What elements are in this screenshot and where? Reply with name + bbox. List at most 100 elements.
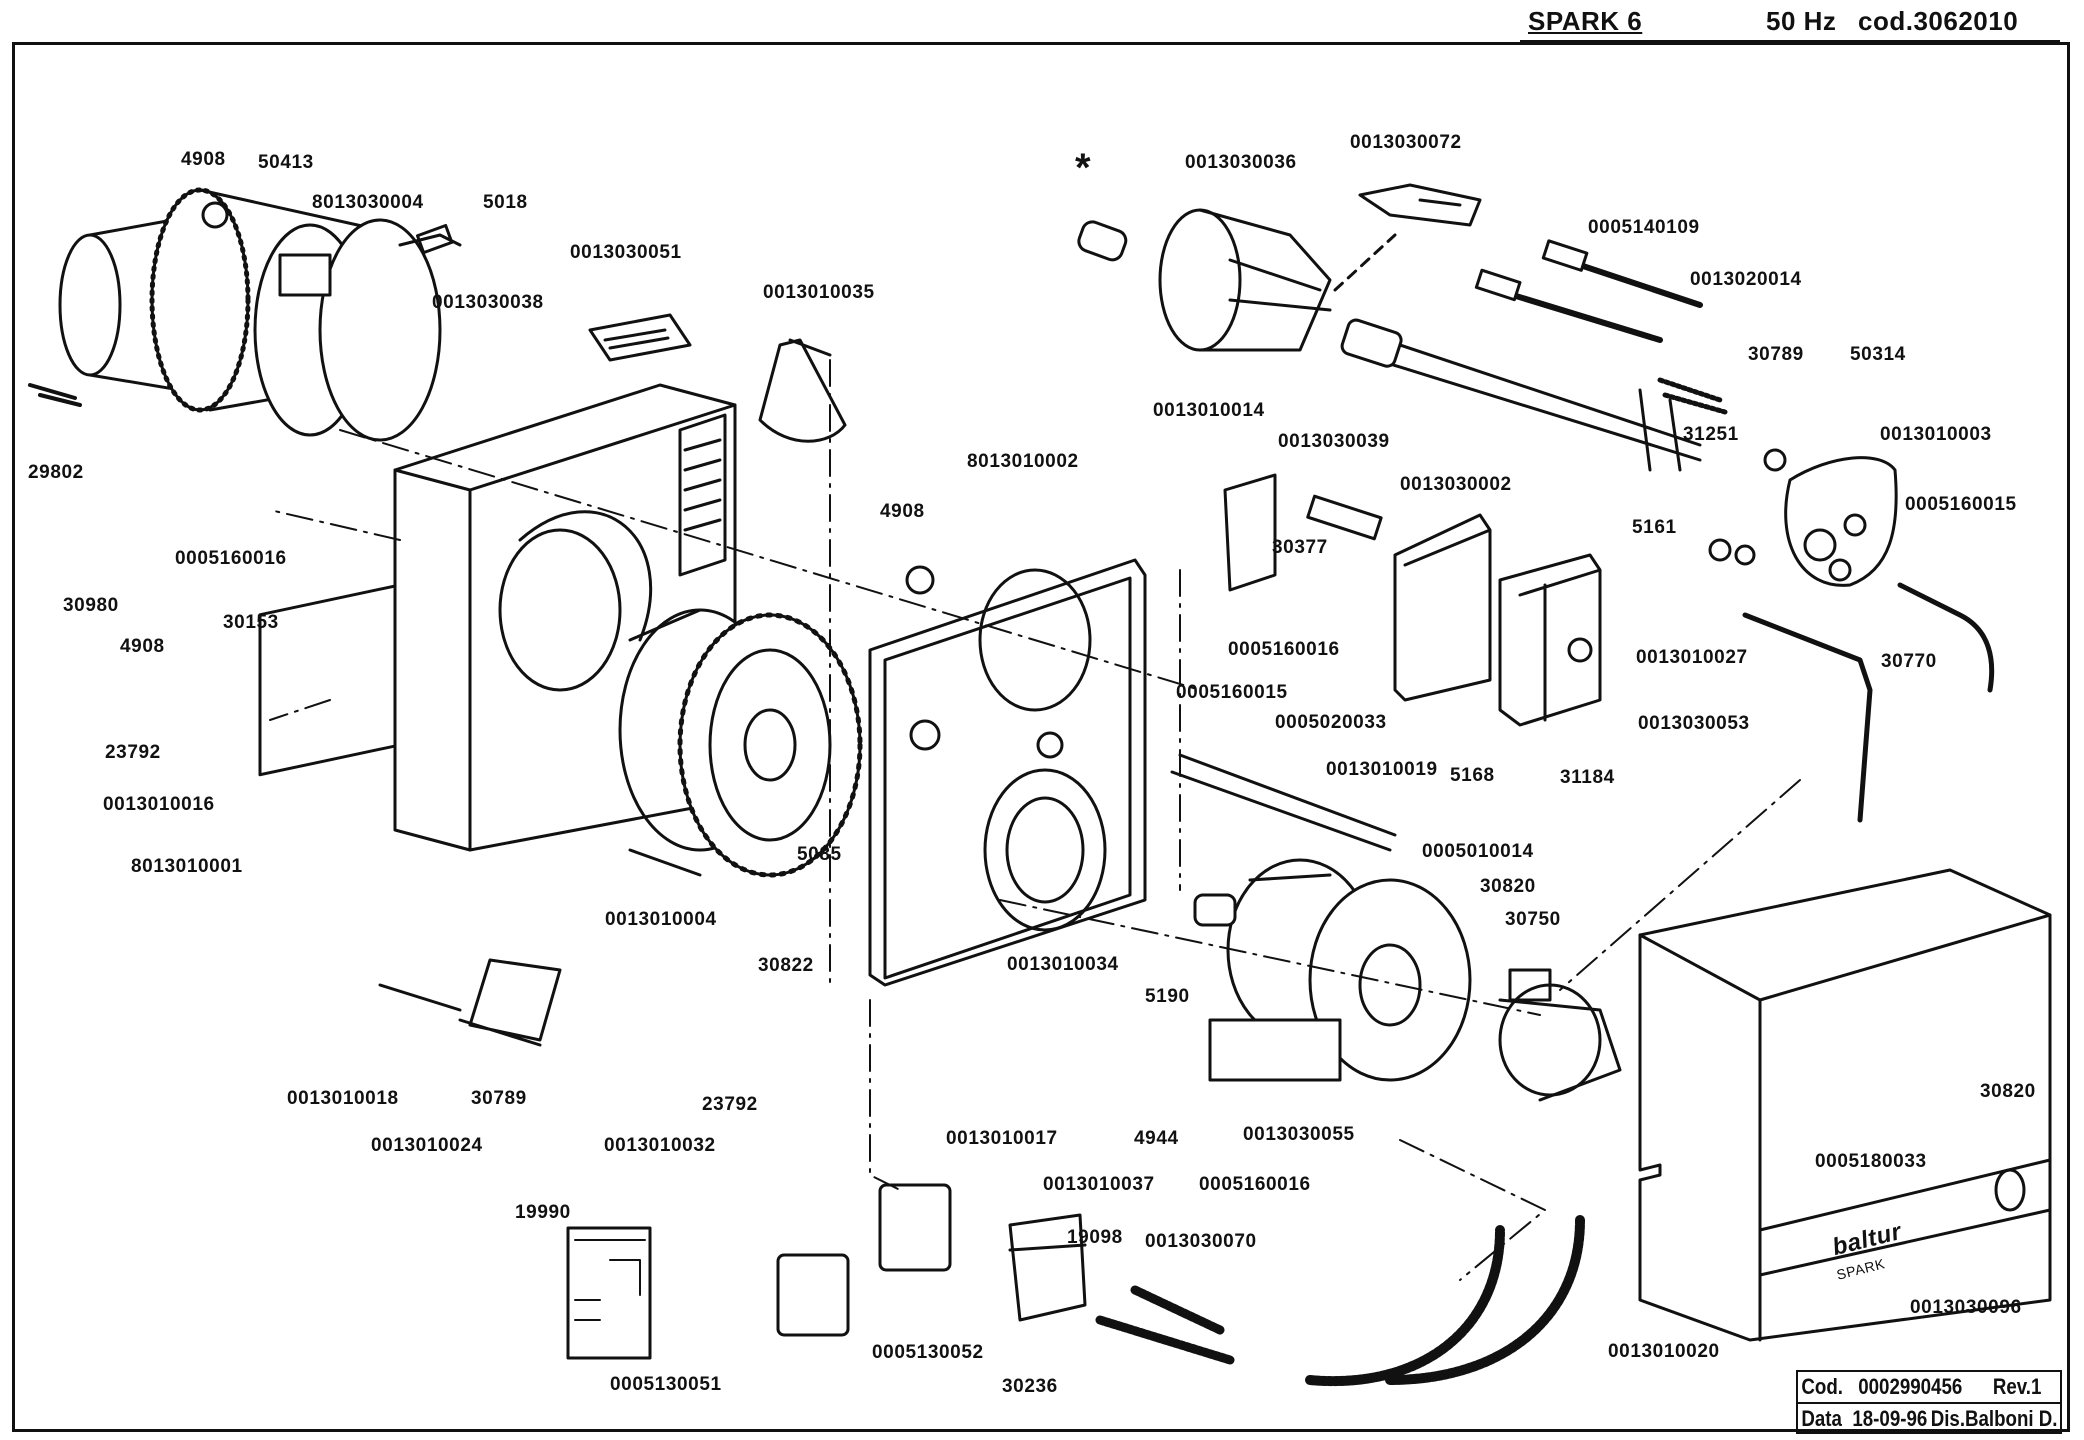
part-label: 31251 — [1683, 424, 1739, 445]
flexible-hose-part — [1385, 1215, 1585, 1385]
firing-head-part — [1077, 208, 1332, 352]
code-label: Cod. — [1801, 1374, 1843, 1399]
part-label: 30820 — [1480, 876, 1536, 897]
part-label: 0013030002 — [1400, 474, 1512, 495]
part-label: 30750 — [1505, 909, 1561, 930]
part-label: 0013010035 — [763, 282, 875, 303]
flexible-hose-part — [1305, 1225, 1505, 1387]
part-label: 0013030072 — [1350, 132, 1462, 153]
part-label: 5018 — [483, 192, 528, 213]
part-label: 0005010014 — [1422, 841, 1534, 862]
motor-part — [1193, 858, 1472, 1082]
part-label: 0013030070 — [1145, 1231, 1257, 1252]
part-label: 23792 — [702, 1094, 758, 1115]
fan-wheel-part — [618, 608, 863, 878]
model-title: SPARK 6 — [1528, 6, 1643, 36]
part-label: 8013010002 — [967, 451, 1079, 472]
part-label: 30822 — [758, 955, 814, 976]
part-label: 8013030004 — [312, 192, 424, 213]
control-box-part — [1393, 513, 1492, 702]
part-label: 30820 — [1980, 1081, 2036, 1102]
part-label: 0005140109 — [1588, 217, 1700, 238]
pump-part — [1498, 968, 1622, 1102]
assembly-arrow — [1333, 233, 1397, 292]
part-label: 4908 — [120, 636, 165, 657]
part-label: 5085 — [797, 844, 842, 865]
part-label: 5168 — [1450, 765, 1495, 786]
part-label: 30789 — [471, 1088, 527, 1109]
part-label: 0013010004 — [605, 909, 717, 930]
title-block-code-row: Cod. 0002990456 Rev.1 — [1798, 1372, 2061, 1404]
part-label: 31184 — [1560, 767, 1615, 788]
plug-female-part — [776, 1253, 850, 1337]
blast-tube-part — [28, 187, 462, 442]
part-label: 0013010014 — [1153, 400, 1265, 421]
part-label: 30153 — [223, 612, 279, 633]
part-label: 0013030055 — [1243, 1124, 1355, 1145]
part-label: 0013010034 — [1007, 954, 1119, 975]
part-label: 0013030038 — [432, 292, 544, 313]
air-flap-part — [378, 958, 562, 1047]
fan-housing-part — [258, 383, 737, 852]
control-box-cover-part — [1498, 553, 1602, 727]
shaft-part — [1170, 753, 1397, 852]
part-label: 5190 — [1145, 986, 1190, 1007]
drawing-code: cod.3062010 — [1858, 6, 2019, 36]
part-label: 0013010019 — [1326, 759, 1438, 780]
part-label: 30377 — [1272, 537, 1328, 558]
nozzle-holder-part — [1343, 328, 1702, 462]
electrode-part — [1358, 183, 1482, 227]
part-label: 4944 — [1134, 1128, 1179, 1149]
part-label: 0013010027 — [1636, 647, 1748, 668]
part-label: 0013010018 — [287, 1088, 399, 1109]
part-label: 0013010037 — [1043, 1174, 1155, 1195]
part-label: 0013010032 — [604, 1135, 716, 1156]
air-damper-part — [758, 338, 847, 443]
part-label: 0013030039 — [1278, 431, 1390, 452]
part-label: 0013010003 — [1880, 424, 1992, 445]
part-label: 0013010016 — [103, 794, 215, 815]
oil-filter-part — [1008, 1213, 1087, 1322]
part-label: 4908 — [181, 149, 226, 170]
part-label: 30980 — [63, 595, 119, 616]
title-block-date-row: Data 18-09-96 Dis.Balboni D. — [1798, 1404, 2061, 1434]
part-label: 23792 — [105, 742, 161, 763]
part-label: 0013010020 — [1608, 1341, 1720, 1362]
date-value: 18-09-96 — [1852, 1406, 1928, 1431]
part-label: 0005160016 — [1199, 1174, 1311, 1195]
photocell-bracket-part — [1223, 473, 1277, 592]
oil-tube-part — [1742, 612, 1873, 823]
part-label: 4908 — [880, 501, 925, 522]
part-label: 0013020014 — [1690, 269, 1802, 290]
center-lines — [269, 359, 1801, 1281]
drawn-by: Dis.Balboni D. — [1930, 1406, 2058, 1431]
part-label: 0005160015 — [1905, 494, 2017, 515]
part-label: 8013010001 — [131, 856, 243, 877]
special-marker-asterisk: * — [1075, 146, 1092, 190]
part-label: 0005020033 — [1275, 712, 1387, 733]
part-label: 0005130051 — [610, 1374, 722, 1395]
part-label: 0005130052 — [872, 1342, 984, 1363]
plug-male-part — [878, 1183, 952, 1272]
date-label: Data — [1801, 1406, 1842, 1431]
part-label: 0013030051 — [570, 242, 682, 263]
electrode-plate-part — [1784, 456, 1898, 587]
part-label: 0005160015 — [1176, 682, 1288, 703]
nameplate-part — [588, 313, 692, 362]
part-label: 29802 — [28, 462, 84, 483]
wiring-diagram-card — [566, 1226, 652, 1360]
part-label: 30770 — [1881, 651, 1937, 672]
part-label: 0013010024 — [371, 1135, 483, 1156]
flexible-hose-part — [1095, 1285, 1235, 1365]
part-label: 5161 — [1632, 517, 1677, 538]
part-label: 0013030036 — [1185, 152, 1297, 173]
part-label: 0013030053 — [1638, 713, 1750, 734]
title-block: Cod. 0002990456 Rev.1 Data 18-09-96 Dis.… — [1796, 1370, 2062, 1434]
part-label: 30236 — [1002, 1376, 1058, 1397]
drawing-frame — [12, 42, 2070, 1432]
part-label: 30789 — [1748, 344, 1804, 365]
part-label: 0005160016 — [175, 548, 287, 569]
part-label: 50314 — [1850, 344, 1906, 365]
header-rule — [1520, 40, 2060, 43]
